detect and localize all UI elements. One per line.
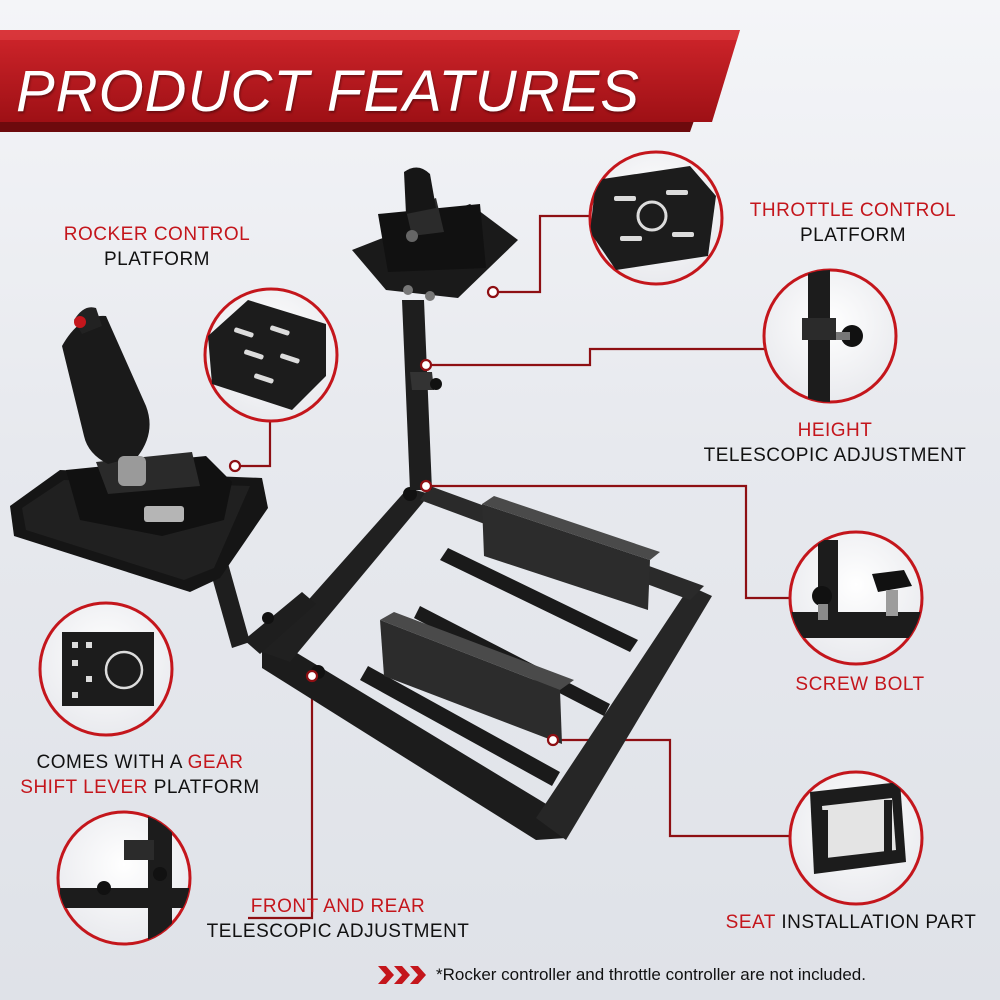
label-rocker-red: ROCKER CONTROL <box>63 224 251 245</box>
sim-rig-frame <box>10 167 712 840</box>
label-seat-black: INSTALLATION PART <box>781 912 977 933</box>
inset-screw-bolt <box>788 530 924 666</box>
label-height-red: HEIGHT <box>797 420 873 441</box>
label-throttle-control-platform: THROTTLE CONTROL PLATFORM <box>750 198 956 248</box>
footnote-text: *Rocker controller and throttle controll… <box>436 965 866 984</box>
leader-height <box>426 347 764 367</box>
label-seat-red: SEAT <box>725 912 776 933</box>
anchor-dots <box>228 285 560 747</box>
label-rocker-control-platform: ROCKER CONTROL PLATFORM <box>64 222 250 272</box>
label-height-adjustment: HEIGHT TELESCOPIC ADJUSTMENT <box>704 418 967 468</box>
label-gear-red-2: SHIFT LEVER <box>20 777 148 798</box>
label-throttle-red: THROTTLE CONTROL <box>749 200 957 221</box>
inset-throttle-platform <box>588 150 724 286</box>
label-gear-red-1: GEAR <box>187 752 244 773</box>
triple-chevron-right-icon <box>378 966 426 984</box>
label-throttle-black: PLATFORM <box>799 225 907 246</box>
label-front-rear-red: FRONT AND REAR <box>250 896 426 917</box>
label-screw-bolt: SCREW BOLT <box>795 672 924 697</box>
inset-seat-part <box>788 770 924 906</box>
label-gear-shift-platform: COMES WITH A GEAR SHIFT LEVER PLATFORM <box>20 750 259 800</box>
leader-rocker <box>235 421 272 468</box>
label-height-black: TELESCOPIC ADJUSTMENT <box>703 445 967 466</box>
label-front-rear-adjustment: FRONT AND REAR TELESCOPIC ADJUSTMENT <box>207 894 470 944</box>
inset-front-rear <box>56 810 192 946</box>
label-front-rear-black: TELESCOPIC ADJUSTMENT <box>206 921 470 942</box>
label-gear-black-2: PLATFORM <box>153 777 260 798</box>
leader-screw <box>426 484 790 600</box>
label-gear-black-1: COMES WITH A <box>36 752 182 773</box>
label-screw-red: SCREW BOLT <box>795 674 925 695</box>
label-seat-installation-part: SEAT INSTALLATION PART <box>726 910 977 935</box>
label-rocker-black: PLATFORM <box>103 249 211 270</box>
leader-front-rear <box>248 676 314 920</box>
inset-height-adjustment <box>762 268 898 404</box>
leader-throttle <box>493 214 590 294</box>
inset-gear-platform <box>38 601 174 737</box>
title-banner <box>0 30 740 132</box>
footnote: *Rocker controller and throttle controll… <box>378 962 866 988</box>
inset-rocker-platform <box>203 287 339 423</box>
page-title: PRODUCT FEATURES <box>16 59 640 124</box>
